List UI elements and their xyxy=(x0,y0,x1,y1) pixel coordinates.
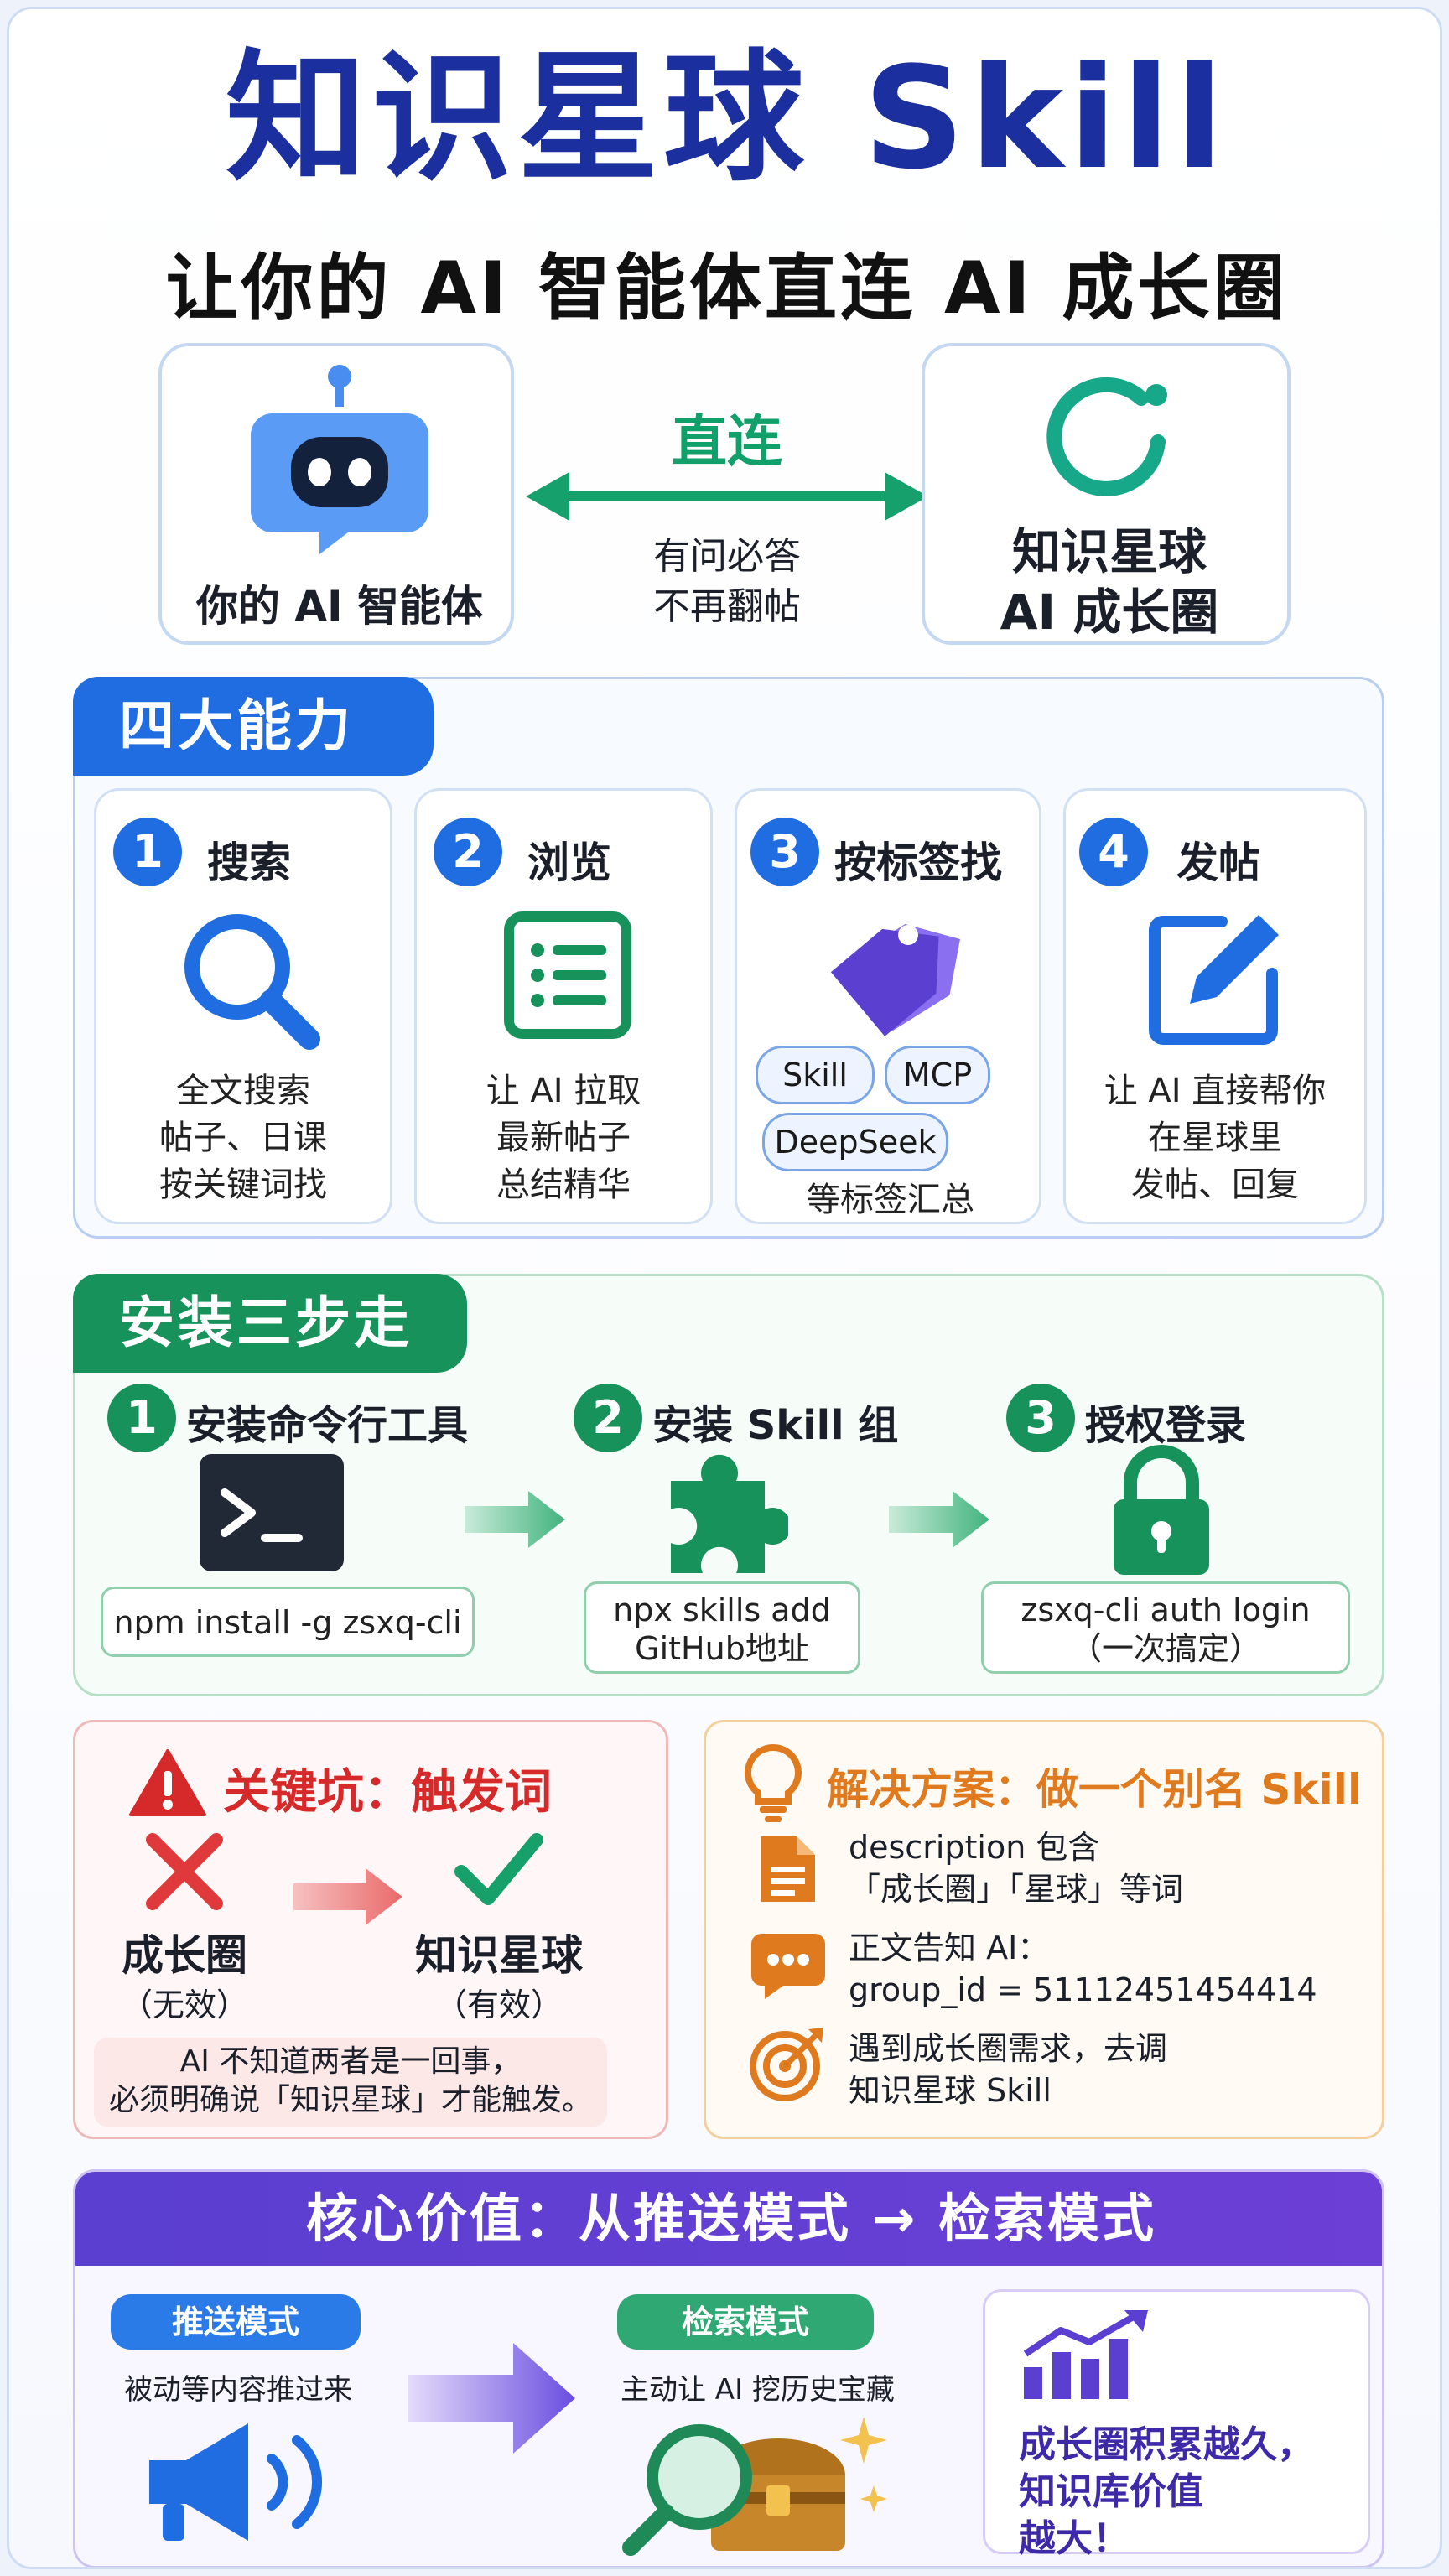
ability-desc-3: 按关键词找 xyxy=(159,1166,327,1204)
terminal-icon xyxy=(200,1454,344,1571)
step-number: 3 xyxy=(1006,1384,1075,1452)
step-number: 1 xyxy=(107,1384,176,1452)
ability-number: 1 xyxy=(113,818,182,886)
puzzle-icon xyxy=(654,1447,792,1581)
zsxq-card: 知识星球 AI 成长圈 xyxy=(922,343,1291,645)
warning-icon xyxy=(129,1748,206,1818)
ability-desc-2: 帖子、日课 xyxy=(159,1119,327,1157)
search-mode-desc: 主动让 AI 挖历史宝藏 xyxy=(621,2373,895,2407)
tag-pill-deepseek: DeepSeek xyxy=(762,1113,948,1171)
treasure-search-icon xyxy=(619,2408,896,2559)
connect-line1: 有问必答 xyxy=(653,535,801,578)
solution-item-2: 正文告知 AI： group_id = 51112451454414 xyxy=(849,1929,1317,2008)
step-title: 安装 Skill 组 xyxy=(652,1402,899,1449)
install-panel: 安装三步走 1 安装命令行工具 npm install -g zsxq-cli … xyxy=(73,1274,1384,1696)
growth-card: 成长圈积累越久， 知识库价值 越大！ xyxy=(983,2289,1370,2560)
solution-item-1: description 包含 「成长圈」「星球」等词 xyxy=(849,1829,1184,1908)
step-command: zsxq-cli auth login （一次搞定） xyxy=(981,1581,1350,1674)
arrow-right-icon xyxy=(461,1486,570,1553)
chat-bubble-icon xyxy=(750,1930,827,2001)
connect-title: 直连 xyxy=(672,409,782,474)
ability-title: 按标签找 xyxy=(834,839,1002,887)
zsxq-line2: AI 成长圈 xyxy=(1000,584,1219,641)
step-command: npm install -g zsxq-cli xyxy=(101,1587,475,1657)
value-panel: 核心价值：从推送模式 → 检索模式 推送模式 被动等内容推过来 检索模式 主动让… xyxy=(73,2169,1384,2567)
arrow-right-icon xyxy=(404,2340,580,2457)
abilities-tab: 四大能力 xyxy=(73,677,434,776)
zsxq-logo-icon xyxy=(1034,365,1185,499)
tag-icon xyxy=(804,901,972,1036)
ability-number: 3 xyxy=(750,818,819,886)
abilities-panel: 四大能力 1 搜索 全文搜索 帖子、日课 按关键词找 2 浏览 xyxy=(73,677,1384,1239)
ability-desc-3: 总结精华 xyxy=(496,1166,631,1204)
agent-card: 你的 AI 智能体 xyxy=(158,343,514,645)
solution-item-3: 遇到成长圈需求，去调 知识星球 Skill xyxy=(849,2030,1168,2109)
robot-icon xyxy=(239,363,440,556)
ability-desc-3: 发帖、回复 xyxy=(1131,1166,1299,1204)
bad-note: （无效） xyxy=(120,1987,248,2023)
solution-title: 解决方案：做一个别名 Skill xyxy=(827,1765,1363,1814)
tag-pill-skill: Skill xyxy=(756,1046,875,1104)
search-icon xyxy=(179,908,321,1051)
tag-pill-mcp: MCP xyxy=(885,1046,990,1104)
growth-line3: 越大！ xyxy=(1019,2517,1130,2560)
pitfall-panel: 关键坑：触发词 成长圈 （无效） 知识星球 （有效） AI 不知道两者是一回事，… xyxy=(73,1720,668,2139)
target-icon xyxy=(748,2024,827,2103)
push-mode-badge: 推送模式 xyxy=(111,2294,361,2350)
ability-desc-2: 最新帖子 xyxy=(496,1119,631,1157)
arrow-right-icon xyxy=(290,1863,408,1930)
step-command: npx skills add GitHub地址 xyxy=(584,1581,860,1674)
good-note: （有效） xyxy=(434,1987,563,2023)
infographic-page: 知识星球 Skill 让你的 AI 智能体直连 AI 成长圈 你的 AI 智能体… xyxy=(7,7,1442,2569)
ability-title: 浏览 xyxy=(527,839,611,887)
lock-icon xyxy=(1107,1444,1216,1578)
page-title: 知识星球 Skill xyxy=(226,36,1228,200)
pitfall-note: AI 不知道两者是一回事， 必须明确说「知识星球」才能触发。 xyxy=(94,2038,607,2127)
ability-card-tags: 3 按标签找 Skill MCP DeepSeek 等标签汇总 xyxy=(735,788,1041,1224)
connect-line2: 不再翻帖 xyxy=(653,585,801,628)
check-icon xyxy=(453,1828,545,1912)
ability-desc-1: 让 AI 直接帮你 xyxy=(1104,1072,1327,1110)
ability-desc-1: 等标签汇总 xyxy=(807,1181,974,1219)
step-title: 安装命令行工具 xyxy=(186,1402,469,1449)
growth-line2: 知识库价值 xyxy=(1019,2470,1203,2513)
growth-chart-icon xyxy=(1019,2309,1153,2401)
bad-word: 成长圈 xyxy=(122,1931,247,1980)
lightbulb-icon xyxy=(741,1742,805,1823)
zsxq-line1: 知识星球 xyxy=(1011,523,1207,580)
list-icon xyxy=(501,908,635,1042)
ability-desc-1: 让 AI 拉取 xyxy=(486,1072,641,1110)
ability-card-search: 1 搜索 全文搜索 帖子、日课 按关键词找 xyxy=(94,788,392,1224)
solution-panel: 解决方案：做一个别名 Skill description 包含 「成长圈」「星球… xyxy=(704,1720,1384,2139)
agent-label: 你的 AI 智能体 xyxy=(195,582,484,631)
cross-icon xyxy=(143,1830,226,1914)
ability-card-browse: 2 浏览 让 AI 拉取 最新帖子 总结精华 xyxy=(414,788,713,1224)
megaphone-icon xyxy=(141,2412,342,2554)
ability-desc-2: 在星球里 xyxy=(1148,1119,1282,1157)
ability-number: 2 xyxy=(434,818,502,886)
ability-card-post: 4 发帖 让 AI 直接帮你 在星球里 发帖、回复 xyxy=(1063,788,1367,1224)
ability-title: 搜索 xyxy=(207,839,291,887)
value-title: 核心价值：从推送模式 → 检索模式 xyxy=(75,2172,1382,2266)
double-arrow-icon xyxy=(526,467,928,526)
arrow-right-icon xyxy=(886,1486,995,1553)
good-word: 知识星球 xyxy=(415,1931,583,1980)
step-title: 授权登录 xyxy=(1085,1402,1247,1449)
document-icon xyxy=(756,1833,818,1905)
growth-line1: 成长圈积累越久， xyxy=(1019,2423,1314,2466)
page-subtitle: 让你的 AI 智能体直连 AI 成长圈 xyxy=(165,247,1289,330)
install-tab: 安装三步走 xyxy=(73,1274,467,1373)
ability-title: 发帖 xyxy=(1176,839,1260,887)
push-mode-desc: 被动等内容推过来 xyxy=(124,2373,352,2407)
step-number: 2 xyxy=(574,1384,642,1452)
ability-desc-1: 全文搜索 xyxy=(176,1072,310,1110)
pitfall-title: 关键坑：触发词 xyxy=(223,1765,552,1820)
edit-icon xyxy=(1145,906,1287,1049)
search-mode-badge: 检索模式 xyxy=(617,2294,874,2350)
ability-number: 4 xyxy=(1079,818,1148,886)
